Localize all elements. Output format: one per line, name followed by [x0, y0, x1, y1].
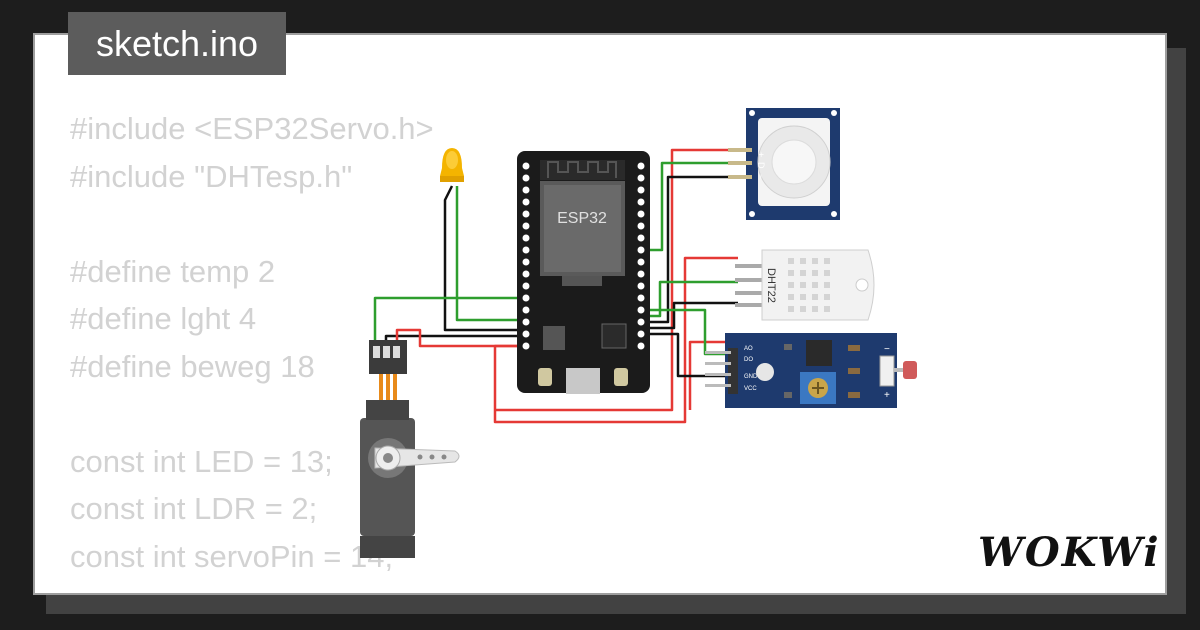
wire-pir-signal [641, 161, 750, 252]
pir-pin-vcc: + [756, 152, 766, 157]
wire-ldr-vcc [688, 340, 728, 410]
code-line: #include <ESP32Servo.h> [70, 111, 434, 146]
esp32-board[interactable]: ESP32 [517, 151, 650, 394]
code-line: #define beweg 18 [70, 348, 315, 384]
code-line: const int LED = 13; [70, 443, 333, 479]
code-line: #include "DHTesp.h" [70, 158, 353, 194]
brand-logo-text: WOKWi [978, 529, 1161, 576]
wire-dht-data [641, 280, 738, 318]
wire-ldr-gnd [641, 332, 728, 378]
pir-pin-gnd: − [756, 174, 766, 179]
wires [373, 148, 750, 424]
pir-pin-data: D [756, 162, 766, 169]
wire-led-gnd [443, 185, 525, 332]
ldr-pin-gnd: GND [744, 374, 758, 380]
wire-pir-vcc [495, 148, 750, 412]
ldr-terminal-plus: + [884, 390, 890, 401]
led[interactable] [440, 148, 464, 182]
pir-sensor[interactable]: + D − [728, 108, 840, 220]
dht-label: DHT22 [765, 268, 777, 303]
servo-motor[interactable] [360, 340, 460, 558]
wire-led-signal [455, 186, 525, 322]
wire-servo-vcc [395, 328, 525, 348]
wokwi-logo: WOKWi [978, 529, 1161, 576]
wire-dht-gnd [641, 301, 738, 330]
ldr-pin-ao: AO [744, 346, 753, 352]
board-pin-headers [522, 162, 645, 350]
file-tab[interactable]: sketch.ino [68, 12, 286, 75]
code-preview: #include <ESP32Servo.h> #include "DHTesp.… [70, 105, 434, 580]
ldr-module[interactable]: AO DO GND VCC − + [705, 333, 917, 408]
wire-pir-gnd [641, 175, 750, 324]
code-line: const int LDR = 2; [70, 491, 318, 526]
wire-servo-signal [373, 296, 525, 348]
ldr-terminal-minus: − [884, 344, 890, 355]
dht22-sensor[interactable]: DHT22 [735, 249, 875, 321]
code-line: #define temp 2 [70, 253, 276, 289]
ldr-pin-vcc: VCC [744, 386, 757, 392]
board-label: ESP32 [557, 210, 607, 227]
code-line: #define lght 4 [70, 301, 257, 336]
ldr-pin-do: DO [744, 357, 753, 363]
wire-power-bus [493, 256, 738, 424]
